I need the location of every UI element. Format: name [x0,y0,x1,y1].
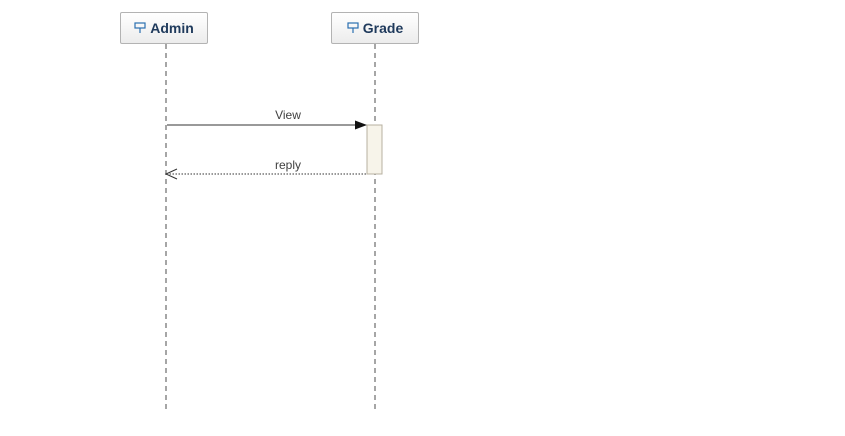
lifeline-admin-head[interactable]: Admin [120,12,208,44]
message-reply-arrowhead [164,168,178,180]
class-icon [347,22,359,34]
lifeline-admin-label: Admin [150,20,194,36]
message-view-arrowhead [355,120,367,130]
message-view-label: View [275,108,301,122]
lifeline-grade-head[interactable]: Grade [331,12,419,44]
class-icon [134,22,146,34]
lifeline-grade-label: Grade [362,20,404,36]
message-reply-label: reply [274,158,301,172]
activation-bar-grade[interactable] [366,124,383,175]
